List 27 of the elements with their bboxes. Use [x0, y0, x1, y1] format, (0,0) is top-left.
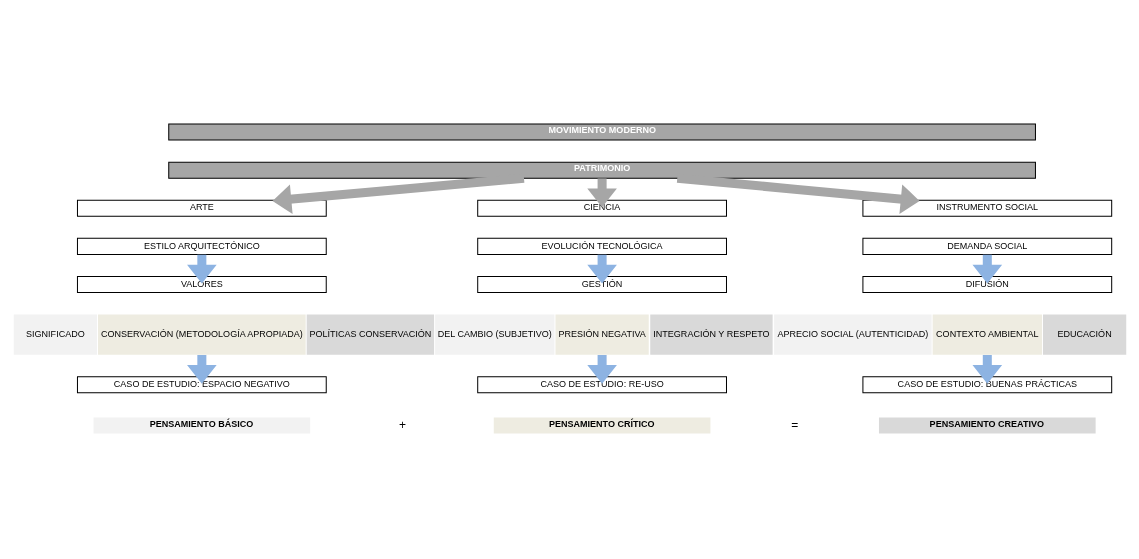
node-box: CASO DE ESTUDIO: RE-USO: [476, 375, 727, 393]
node-box: PENSAMIENTO CREATIVO: [878, 416, 1096, 433]
node-box: CONTEXTO AMBIENTAL: [932, 314, 1042, 355]
node-box: PENSAMIENTO CRÍTICO: [493, 416, 710, 433]
node-box: ARTE: [76, 199, 327, 217]
node-box: MOVIMIENTO MODERNO: [167, 123, 1036, 141]
node-box: APRECIO SOCIAL (AUTENTICIDAD): [773, 314, 932, 355]
node-box: POLÍTICAS CONSERVACIÓN: [306, 314, 434, 355]
node-box: CONSERVACIÓN (METODOLOGÍA APROPIADA): [97, 314, 306, 355]
label: +: [398, 417, 406, 432]
node-box: VALORES: [76, 275, 327, 293]
node-box: CASO DE ESTUDIO: BUENAS PRÁCTICAS: [861, 375, 1112, 393]
node-box: DIFUSIÓN: [861, 275, 1112, 293]
node-box: SIGNIFICADO: [13, 314, 97, 355]
node-box: GESTIÓN: [476, 275, 727, 293]
node-box: EVOLUCIÓN TECNOLÓGICA: [476, 237, 727, 255]
node-box: DEMANDA SOCIAL: [861, 237, 1112, 255]
node-box: INSTRUMENTO SOCIAL: [861, 199, 1112, 217]
node-box: CASO DE ESTUDIO: ESPACIO NEGATIVO: [76, 375, 327, 393]
node-box: ESTILO ARQUITECTÓNICO: [76, 237, 327, 255]
label: =: [790, 417, 798, 432]
node-box: PATRIMONIO: [167, 161, 1036, 179]
node-box: INTEGRACIÓN Y RESPETO: [649, 314, 773, 355]
node-box: EDUCACIÓN: [1042, 314, 1126, 355]
node-box: CIENCIA: [476, 199, 727, 217]
node-box: PRESIÓN NEGATIVA: [554, 314, 649, 355]
node-box: DEL CAMBIO (SUBJETIVO): [434, 314, 554, 355]
